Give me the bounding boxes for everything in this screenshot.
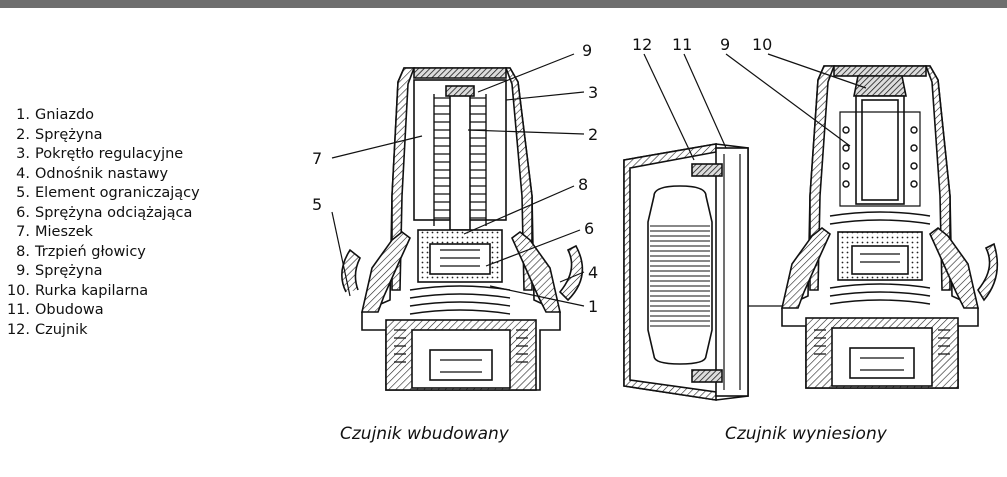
knob-wall-right xyxy=(504,67,533,291)
callout-9: 9 xyxy=(582,41,592,60)
callout-1: 1 xyxy=(588,297,598,316)
legend-item: 12.Czujnik xyxy=(6,321,88,338)
callout-4: 4 xyxy=(588,263,598,282)
legend-item: 6.Sprężyna odciążająca xyxy=(16,204,193,221)
legend-item: 10.Rurka kapilarna xyxy=(6,282,149,299)
callout-3: 3 xyxy=(588,83,598,102)
shoulder-left xyxy=(360,230,411,313)
head-remote-sensor xyxy=(780,65,999,389)
knob-top xyxy=(413,67,507,79)
callout-labels-right: 12 11 9 10 xyxy=(632,35,772,54)
base-coils xyxy=(394,329,528,363)
legend-item: 11.Obudowa xyxy=(6,302,104,318)
callout-6: 6 xyxy=(584,219,594,238)
callout-11: 11 xyxy=(672,35,692,54)
callout-2: 2 xyxy=(588,125,598,144)
callout-5: 5 xyxy=(312,195,322,214)
right-spring-coils xyxy=(842,126,918,188)
callout-8: 8 xyxy=(578,175,588,194)
lower-spring xyxy=(409,285,511,315)
spindle-rod xyxy=(449,89,471,231)
callout-12: 12 xyxy=(632,35,652,54)
legend-item: 4.Odnośnik nastawy xyxy=(16,165,169,182)
sensor-coil-body xyxy=(647,185,713,365)
capillary-cap xyxy=(853,75,907,97)
parts-legend: 1.Gniazdo 2.Sprężyna 3.Pokrętło regulacy… xyxy=(0,106,300,340)
callouts-left xyxy=(331,53,585,307)
legend-item: 7.Mieszek xyxy=(16,224,93,240)
callout-9-right: 9 xyxy=(720,35,730,54)
head-built-in-sensor xyxy=(341,67,584,391)
legend-item: 9.Sprężyna xyxy=(16,263,103,279)
callout-labels-left: 9 3 2 7 8 5 6 4 1 xyxy=(312,41,598,316)
remote-sensor xyxy=(623,143,749,401)
sensor-coil-windings xyxy=(650,225,710,327)
legend-item: 3.Pokrętło regulacyjne xyxy=(16,146,184,162)
setting-pointer xyxy=(558,244,584,302)
legend-item: 8.Trzpień głowicy xyxy=(16,243,146,260)
caption-built-in-sensor: Czujnik wbudowany xyxy=(340,424,509,444)
legend-item: 5.Element ograniczający xyxy=(16,185,200,201)
legend-item: 1.Gniazdo xyxy=(16,107,95,123)
right-middle-spring xyxy=(829,211,931,225)
callout-10: 10 xyxy=(752,35,772,54)
caption-remote-sensor: Czujnik wyniesiony xyxy=(725,424,887,444)
knob-wall-left xyxy=(391,67,416,291)
legend-item: 2.Sprężyna xyxy=(16,126,103,143)
callouts-right xyxy=(643,53,867,161)
top-rule xyxy=(0,0,1007,8)
callout-7: 7 xyxy=(312,149,322,168)
